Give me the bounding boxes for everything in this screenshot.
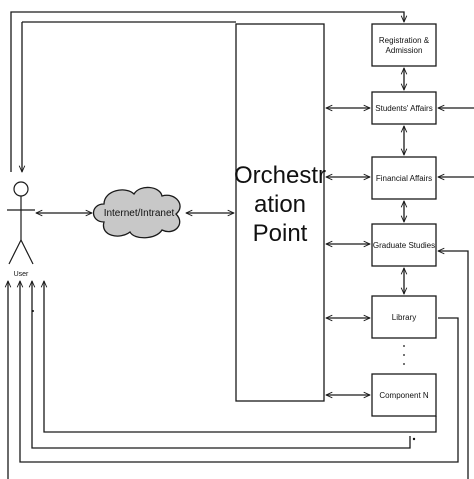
- user-to-registration-arrow: [10, 11, 404, 172]
- network-label: Internet/Intranet: [104, 208, 175, 219]
- graduate-studies-label: Graduate Studies: [373, 241, 435, 250]
- graduate-studies-component: Graduate Studies: [371, 223, 437, 267]
- internet-cloud: Internet/Intranet: [92, 186, 181, 239]
- user-actor-icon: [7, 181, 35, 265]
- registration-admission-component: Registration & Admission: [371, 23, 437, 67]
- orchestration-label-line1: Orchestr: [234, 162, 326, 189]
- library-component: Library: [371, 295, 437, 339]
- orchestration-label-line3: Point: [253, 220, 308, 247]
- component-n-to-user-arrow: [44, 281, 437, 433]
- cloud-icon: [92, 186, 181, 239]
- students-affairs-component: Students' Affairs: [371, 91, 437, 125]
- library-label: Library: [392, 313, 416, 322]
- orchestration-point-box: [235, 23, 325, 402]
- component-n-label: Component N: [379, 391, 429, 400]
- library-to-user-arrow: [20, 281, 459, 463]
- registration-label-line2: Admission: [386, 46, 423, 55]
- ellipsis-dot: [403, 354, 405, 356]
- dot-marker: [412, 437, 416, 441]
- user-label: User: [14, 271, 29, 278]
- component-n: Component N: [371, 373, 437, 417]
- ellipsis-dot: [403, 345, 405, 347]
- ellipsis-dot: [403, 363, 405, 365]
- feedback-graduate-arrow: [438, 251, 469, 479]
- orchestration-label-line2: ation: [254, 191, 306, 218]
- registration-label-line1: Registration &: [379, 36, 430, 45]
- dot-marker: [32, 310, 34, 312]
- students-affairs-label: Students' Affairs: [375, 104, 432, 113]
- feedback-to-user-arrow: [32, 281, 411, 449]
- financial-affairs-label: Financial Affairs: [376, 174, 432, 183]
- financial-affairs-component: Financial Affairs: [371, 156, 437, 200]
